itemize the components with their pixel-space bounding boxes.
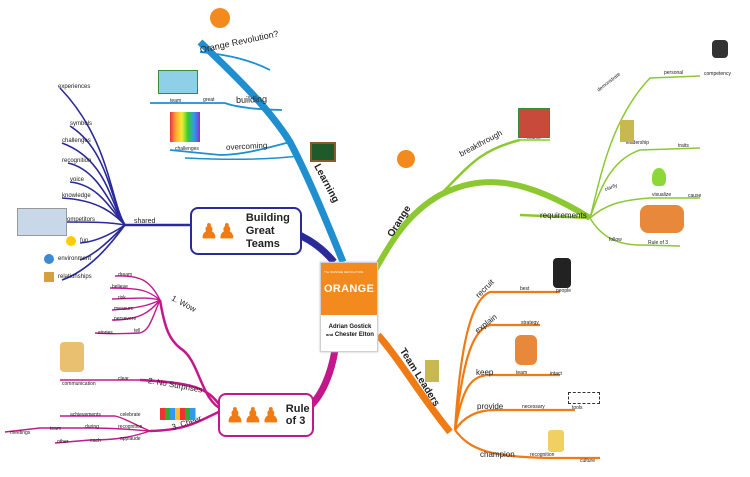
author-and: and (326, 332, 334, 337)
branch-label-sub-2: strategy (521, 320, 539, 326)
book-title: ORANGE (324, 283, 375, 295)
book-authors: Adrian Gostick and Chester Elton (323, 323, 377, 339)
branch-label-items-1: building (235, 93, 268, 105)
branch-label-items-0: experiences (58, 84, 91, 90)
branch-label-wow_items-5: tell (134, 328, 141, 334)
center-book-cover: The ORANGE REVOLUTION ORANGE Adrian Gost… (320, 262, 378, 352)
businessman-icon (553, 258, 571, 288)
branch-label-sub-8: culture (580, 458, 596, 464)
author-1: Adrian Gostick (328, 324, 372, 330)
branch-label-nosurprises_items-1: clear (118, 376, 129, 382)
branch-label-wow_items-6: stories (98, 330, 113, 336)
author-2: Chester Elton (334, 332, 374, 338)
branch-label-items-4: champion (480, 450, 515, 459)
building-blocks-icon (158, 70, 198, 94)
orange-fruit-icon (397, 150, 415, 168)
branch-label-wow_items-4: persevere (114, 316, 137, 322)
branch-label-building-shared: shared (134, 218, 156, 225)
cheering-people-icon (160, 408, 196, 420)
branch-label-cheer_items-7: each (90, 438, 101, 444)
blackboard-icon (310, 142, 336, 162)
orange-trunk (372, 179, 592, 272)
branch-label-items-1: symbols (70, 121, 93, 127)
competitors-photo-icon (17, 208, 67, 236)
branch-label-breakthrough_items-0: teams (527, 135, 541, 141)
branch-label-sub-4: intact (550, 371, 562, 377)
branch-label-items-6: competitors (64, 217, 96, 223)
building-blocks-icon (518, 108, 550, 138)
branch-label-req_items-8: follow (609, 237, 622, 243)
branch-label-building_sub-0: team (170, 98, 182, 104)
pen-tools-icon (568, 392, 600, 404)
branch-label-items-2: keep (476, 368, 494, 377)
branch-label-cheer_items-6: applaude (120, 436, 141, 442)
building-great-teams-node[interactable]: ♟♟ Building Great Teams (190, 207, 302, 255)
branch-label-sub-6: tools (572, 405, 583, 411)
branch-label-nosurprises_items-0: communication (62, 381, 96, 387)
branch-label-orange-requirements: requirements (540, 211, 587, 220)
branch-label-items-4: voice (70, 177, 85, 183)
branch-label-sub-7: recognition (530, 452, 555, 458)
branch-label-sub-1: people (556, 288, 572, 294)
branch-label-wow_items-0: dream (118, 272, 133, 278)
weightlifter-icon (712, 40, 728, 58)
branch-label-items-7: fun (80, 238, 89, 244)
branch-label-cheer_items-3: during (85, 424, 99, 430)
branch-label-wow_items-1: believe (112, 284, 128, 290)
branch-label-cheer_items-8: other (57, 439, 69, 445)
globe-icon (44, 254, 54, 264)
branch-label-req_items-4: traits (678, 143, 689, 149)
branch-label-sub-5: necessary (522, 404, 545, 410)
branch-label-overcoming_sub-0: challenges (175, 146, 199, 152)
award-icon (548, 430, 564, 452)
branch-label-wow_items-2: risk (118, 295, 126, 301)
trophy-icon (425, 360, 439, 382)
teamleaders-trunk (375, 332, 453, 435)
book-subtitle: The ORANGE REVOLUTION (324, 270, 364, 274)
branch-label-req_items-9: Rule of 3 (648, 240, 669, 246)
house-icon (44, 272, 54, 282)
rule3-label: Rule of 3 (285, 403, 310, 427)
team-figures-icon (515, 335, 537, 365)
branch-label-cheer_items-0: celebrate (120, 412, 141, 418)
branch-label-items-2: challenges (62, 138, 91, 144)
smiley-icon (66, 236, 76, 246)
branch-label-building_sub-1: great (203, 97, 215, 103)
building-label-1: Building (245, 211, 290, 224)
team-figures-icon: ♟♟ (200, 220, 236, 243)
branch-label-cheer_items-4: team (50, 426, 62, 432)
branch-label-req_items-2: competency (704, 71, 731, 77)
branch-label-req_items-1: personal (664, 70, 684, 76)
branch-label-items-3: recognition (62, 158, 92, 164)
branch-label-wow_items-3: measure (114, 306, 134, 312)
branch-label-items-5: knowledge (62, 193, 91, 199)
branch-label-items-3: provide (477, 402, 504, 411)
branch-label-cheer_items-2: recognition (118, 424, 143, 430)
megaphone-person-icon (60, 342, 84, 372)
branch-label-sub-0: best (520, 286, 530, 292)
rainbow-stairs-icon (170, 112, 200, 142)
branch-label-req_items-6: visualize (652, 192, 672, 198)
branch-label-items-8: environment (58, 256, 92, 262)
orange-fruit-icon (210, 8, 230, 28)
team-figures-icon (640, 205, 684, 233)
branch-label-cheer_items-5: meetings (10, 430, 31, 436)
trophy-icon (620, 120, 634, 142)
branch-label-items-9: relationships (58, 274, 92, 280)
branch-label-req_items-7: cause (688, 193, 702, 199)
branch-label-sub-3: team (516, 370, 528, 376)
rule-of-3-node[interactable]: ♟♟♟ Rule of 3 (218, 393, 314, 437)
building-label-2: Great Teams (245, 224, 280, 250)
lightbulb-icon (652, 168, 666, 186)
branch-label-req_items-3: leadership (626, 140, 650, 146)
team-figures-icon: ♟♟♟ (226, 404, 280, 427)
book-top-band (321, 263, 377, 315)
branch-label-cheer_items-1: achievements (70, 412, 101, 418)
